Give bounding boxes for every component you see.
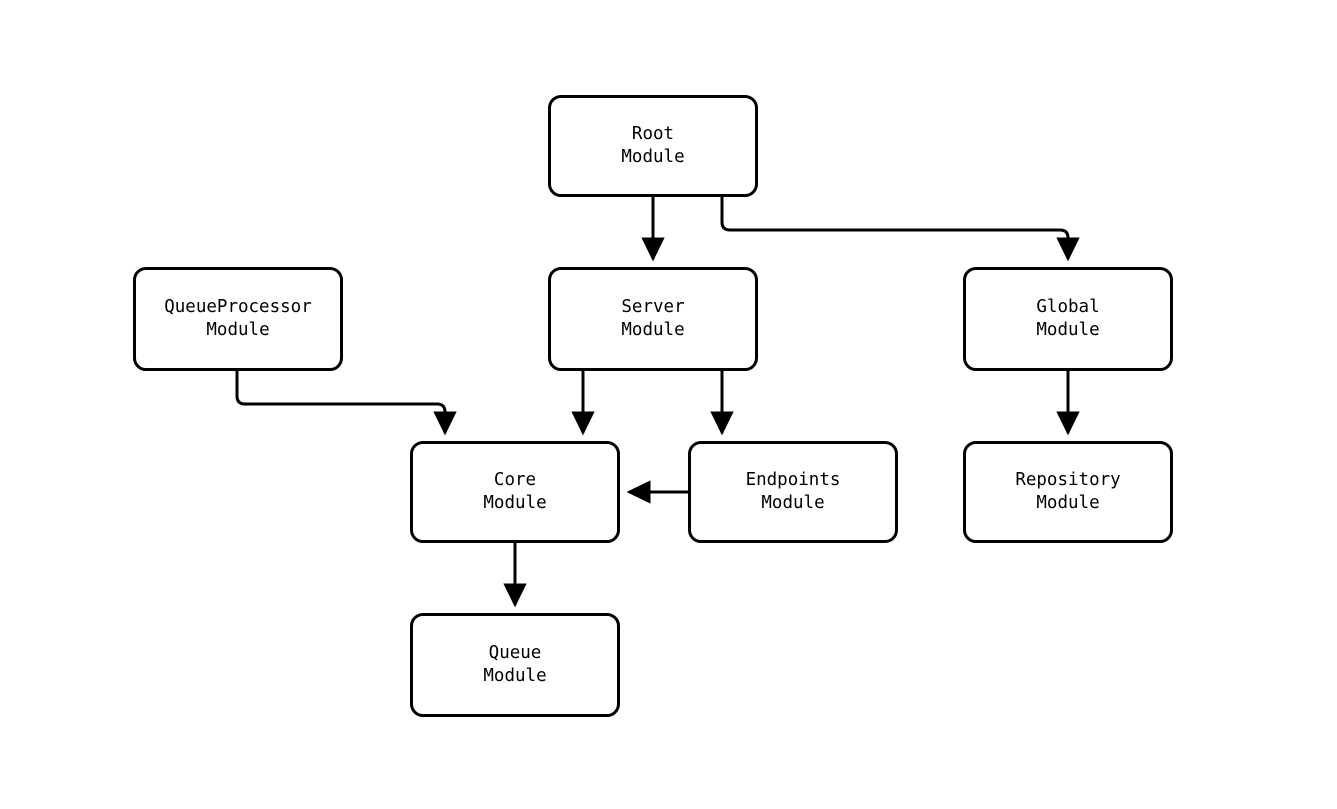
node-server[interactable]: Server Module	[548, 267, 758, 371]
node-queue[interactable]: Queue Module	[410, 613, 620, 717]
node-queue-line1: Queue	[488, 643, 542, 663]
node-endpoints[interactable]: Endpoints Module	[688, 441, 898, 543]
node-endpoints-line2: Module	[761, 493, 825, 513]
node-repository-line1: Repository	[1015, 470, 1121, 490]
node-queueprocessor-line2: Module	[206, 320, 270, 340]
node-queueprocessor[interactable]: QueueProcessor Module	[133, 267, 343, 371]
node-core[interactable]: Core Module	[410, 441, 620, 543]
node-global[interactable]: Global Module	[963, 267, 1173, 371]
node-global-line1: Global	[1036, 297, 1100, 317]
node-root[interactable]: Root Module	[548, 95, 758, 197]
edge-root-to-global	[720, 197, 1080, 262]
node-core-line1: Core	[493, 470, 537, 490]
node-endpoints-line1: Endpoints	[745, 470, 841, 490]
node-core-line2: Module	[483, 493, 547, 513]
node-queueprocessor-line1: QueueProcessor	[164, 297, 312, 317]
node-repository[interactable]: Repository Module	[963, 441, 1173, 543]
node-server-line1: Server	[621, 297, 685, 317]
edge-queueprocessor-to-core	[235, 371, 457, 436]
node-global-line2: Module	[1036, 320, 1100, 340]
node-queue-line2: Module	[483, 666, 547, 686]
node-server-line2: Module	[621, 320, 685, 340]
node-root-line1: Root	[631, 124, 675, 144]
node-root-line2: Module	[621, 147, 685, 167]
node-repository-line2: Module	[1036, 493, 1100, 513]
